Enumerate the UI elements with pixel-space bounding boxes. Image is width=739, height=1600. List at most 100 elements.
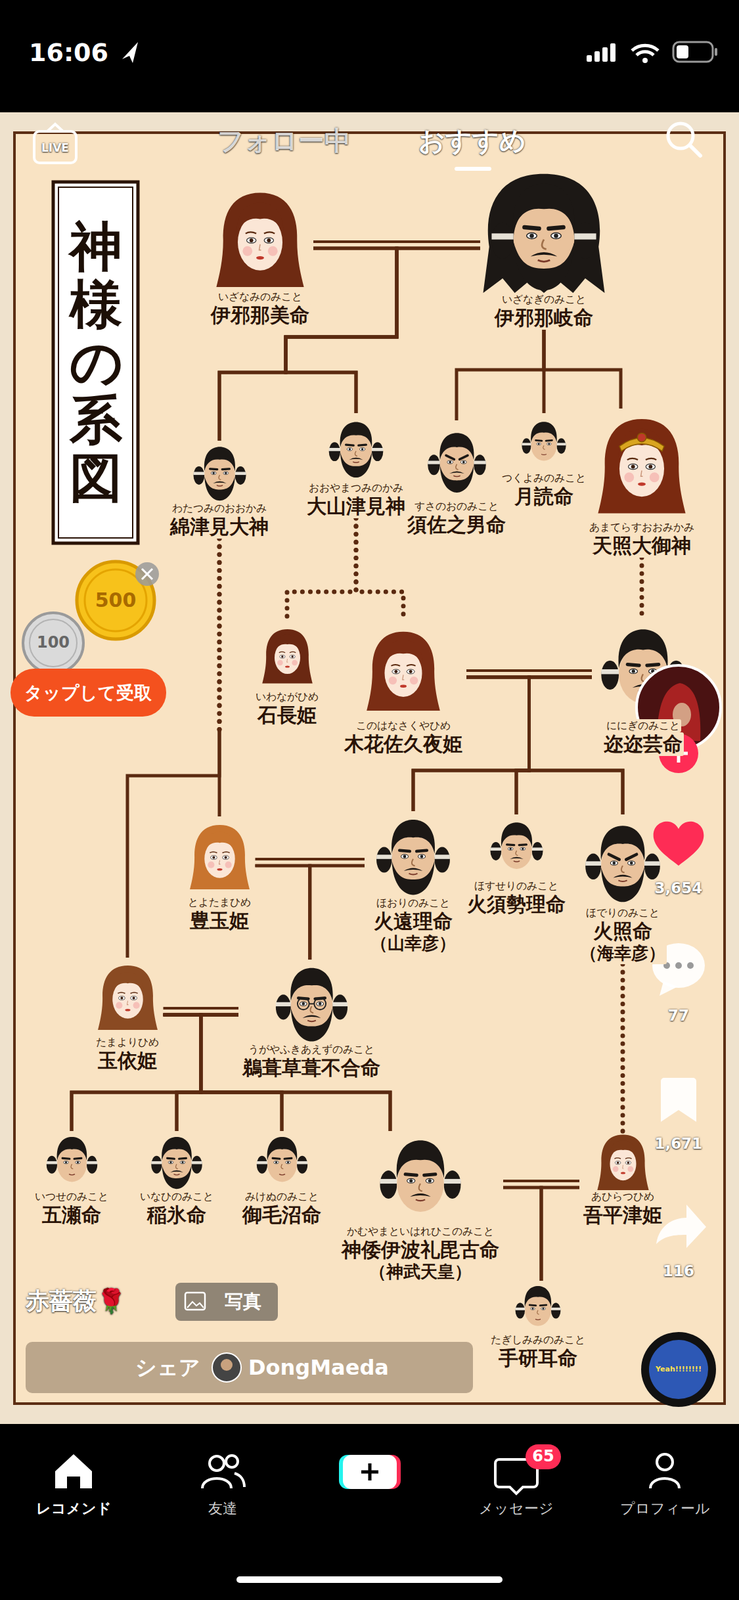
pupil bbox=[448, 461, 452, 464]
hair-bun bbox=[151, 1156, 162, 1174]
signal-bar bbox=[594, 51, 600, 62]
tiara-jewel bbox=[637, 432, 646, 442]
hair bbox=[524, 1286, 552, 1308]
deity-name: 玉依姫 bbox=[96, 1049, 159, 1073]
lineage-line bbox=[543, 329, 621, 409]
music-disc-cover bbox=[649, 1340, 709, 1400]
pupil bbox=[286, 1161, 289, 1164]
hair-tie bbox=[371, 447, 383, 452]
deity-name: 火照命 bbox=[591, 919, 654, 944]
eye bbox=[407, 1178, 416, 1184]
hair-bun bbox=[376, 847, 392, 874]
descendant-dots bbox=[356, 518, 404, 621]
deity-face bbox=[367, 811, 460, 897]
hair-tie bbox=[515, 1307, 525, 1311]
sharer-avatar-face bbox=[220, 1359, 233, 1371]
deity-face bbox=[324, 413, 388, 482]
name-reading: いなひのみこと bbox=[138, 1190, 215, 1204]
eyebrow bbox=[518, 843, 527, 847]
eyebrow bbox=[167, 1157, 175, 1161]
descent-line bbox=[503, 1187, 542, 1281]
pupil bbox=[224, 472, 227, 475]
label-anchor: 77 bbox=[668, 1007, 690, 1025]
deity-figure: ほおりのみこと火遠理命（山幸彦） bbox=[364, 811, 462, 955]
deity-name: 鵜葺草葺不合命 bbox=[241, 1056, 382, 1080]
eye bbox=[74, 1161, 81, 1165]
label-anchor: DongMaeda bbox=[248, 1355, 389, 1381]
eye bbox=[315, 1001, 324, 1006]
pupil bbox=[361, 447, 364, 450]
nav-label: レコメンド bbox=[36, 1500, 112, 1517]
status-bar bbox=[0, 0, 739, 113]
eyebrow bbox=[74, 1157, 82, 1161]
deity-name: 吾平津姫 bbox=[582, 1203, 664, 1228]
hair-bun bbox=[585, 853, 602, 880]
deity-figure: いざなぎのみこと伊邪那岐命 bbox=[480, 171, 608, 330]
label-anchor: 写真 bbox=[224, 1291, 262, 1313]
eyebrow bbox=[117, 992, 125, 994]
fringe bbox=[273, 635, 301, 654]
eyebrow bbox=[548, 227, 563, 229]
mouth bbox=[279, 1174, 286, 1176]
deity-name: 伊邪那岐命 bbox=[493, 306, 595, 330]
fringe bbox=[608, 1140, 637, 1160]
deity-name: 御毛沼命 bbox=[241, 1203, 323, 1228]
eye bbox=[63, 1161, 69, 1165]
descendant-dots bbox=[287, 518, 357, 621]
hair-bun bbox=[45, 1156, 57, 1174]
nose bbox=[543, 445, 546, 450]
pupil bbox=[629, 861, 634, 866]
eyebrow bbox=[222, 467, 230, 471]
deity-name: 月読命 bbox=[513, 484, 575, 509]
hair-tie bbox=[444, 1179, 462, 1184]
pupil bbox=[420, 855, 424, 859]
eyebrow bbox=[284, 1157, 292, 1161]
eye bbox=[346, 447, 353, 452]
name-reading: ほすせりのみこと bbox=[472, 879, 560, 893]
eyebrow bbox=[62, 1157, 70, 1161]
hair-bun bbox=[256, 1156, 267, 1174]
deity-name: 須佐之男命 bbox=[405, 513, 508, 537]
eye bbox=[210, 471, 217, 475]
eye bbox=[547, 442, 552, 446]
tab-underline bbox=[454, 166, 492, 171]
nose bbox=[641, 470, 644, 477]
share-icon bbox=[656, 1204, 707, 1249]
eye bbox=[401, 854, 409, 859]
cheek bbox=[277, 660, 284, 667]
eyebrow bbox=[358, 443, 367, 447]
hair bbox=[366, 631, 441, 711]
eyebrow bbox=[614, 1158, 621, 1159]
deity-face bbox=[260, 959, 363, 1044]
name-reading: おおやまつみのかみ bbox=[307, 481, 405, 495]
nose bbox=[218, 474, 221, 480]
pupil bbox=[301, 1002, 305, 1006]
deity-face bbox=[251, 1131, 313, 1191]
title-frame: 神様の系図 bbox=[53, 181, 138, 544]
hair-bun bbox=[444, 1170, 462, 1199]
pupil bbox=[317, 1002, 322, 1006]
hair-bun bbox=[234, 466, 246, 485]
cheek bbox=[224, 861, 232, 869]
face-skin bbox=[609, 1147, 636, 1181]
profile-icon bbox=[650, 1478, 680, 1489]
deity-face bbox=[579, 814, 667, 907]
label-anchor: 16:06 bbox=[28, 38, 109, 68]
face-skin bbox=[204, 839, 235, 879]
eye bbox=[222, 471, 228, 475]
nose bbox=[218, 860, 221, 865]
alias-name: （山幸彦） bbox=[369, 933, 458, 955]
glasses bbox=[296, 997, 309, 1010]
title-box bbox=[53, 181, 138, 544]
mouth bbox=[453, 475, 460, 477]
eye bbox=[392, 669, 401, 674]
wifi-icon bbox=[631, 45, 659, 51]
comment-tail bbox=[659, 981, 678, 996]
pupil bbox=[648, 465, 653, 470]
nose bbox=[310, 1006, 314, 1013]
pupil bbox=[223, 856, 227, 860]
hair-tie bbox=[45, 1161, 57, 1165]
friends-icon bbox=[234, 1473, 245, 1488]
eye bbox=[168, 1161, 174, 1165]
like-count: 3,654 bbox=[654, 879, 703, 897]
